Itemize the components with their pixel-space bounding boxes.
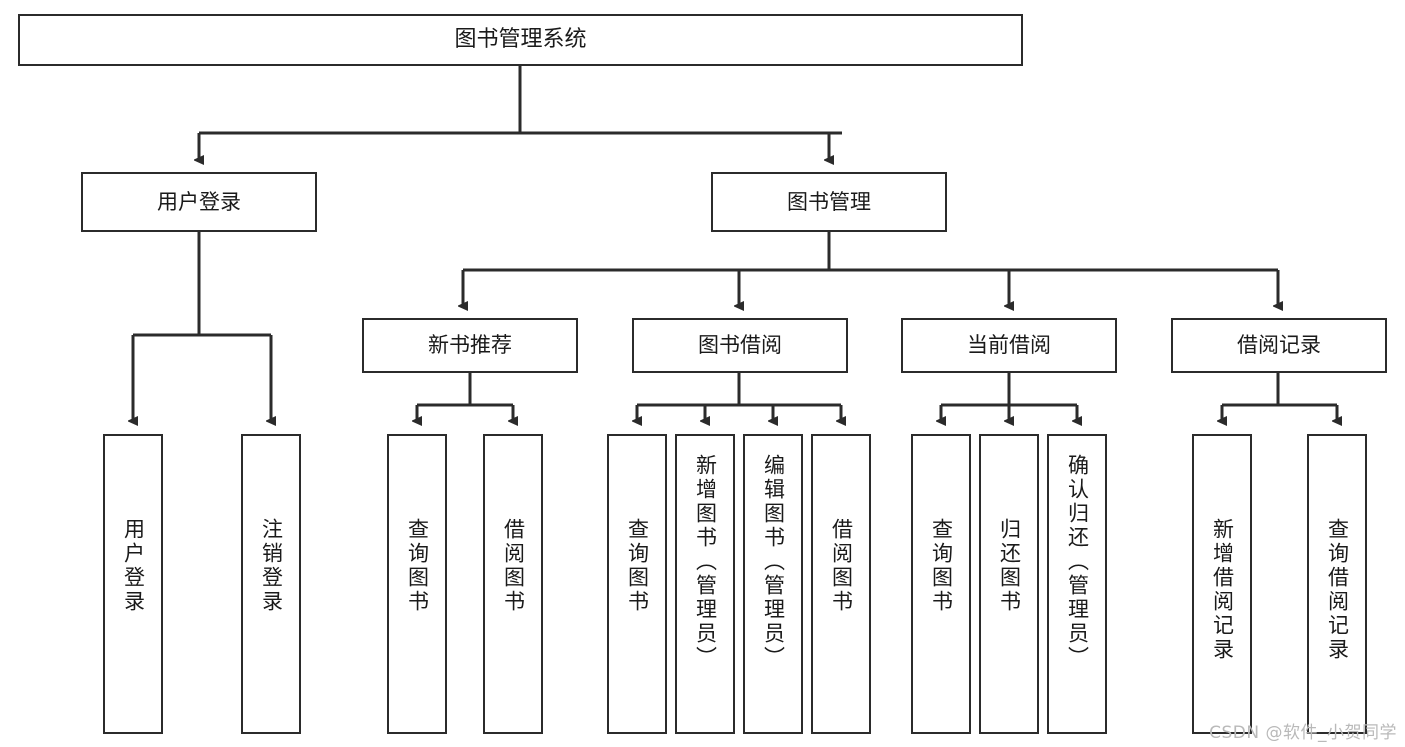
node-label: 用户登录 [121,518,146,614]
node-label: 查询图书 [625,518,650,614]
leaf-query-borrow-record[interactable]: 查询借阅记录 [1307,434,1367,734]
node-label: 查询图书 [929,518,954,614]
node-label: 借阅图书 [829,518,854,614]
leaf-user-logout[interactable]: 注销登录 [241,434,301,734]
leaf-add-borrow-record[interactable]: 新增借阅记录 [1192,434,1252,734]
node-book-management[interactable]: 图书管理 [711,172,947,232]
node-label: 确认归还（管理员） [1065,454,1090,670]
node-user-login[interactable]: 用户登录 [81,172,317,232]
node-label: 用户登录 [157,189,241,214]
leaf-add-book-admin[interactable]: 新增图书（管理员） [675,434,735,734]
node-label: 查询借阅记录 [1325,518,1350,662]
node-label: 图书管理 [787,189,871,214]
leaf-edit-book-admin[interactable]: 编辑图书（管理员） [743,434,803,734]
leaf-user-login[interactable]: 用户登录 [103,434,163,734]
node-label: 新增图书（管理员） [693,454,718,670]
node-label: 新书推荐 [428,333,512,358]
leaf-query-book-newbook[interactable]: 查询图书 [387,434,447,734]
node-borrow-record[interactable]: 借阅记录 [1171,318,1387,373]
leaf-query-book-current[interactable]: 查询图书 [911,434,971,734]
node-label: 编辑图书（管理员） [761,454,786,670]
node-label: 图书管理系统 [454,27,587,53]
leaf-borrow-book[interactable]: 借阅图书 [811,434,871,734]
node-label: 图书借阅 [698,333,782,358]
node-book-borrow[interactable]: 图书借阅 [632,318,848,373]
node-new-book-recommend[interactable]: 新书推荐 [362,318,578,373]
watermark: CSDN @软件_小贺同学 [1209,723,1397,743]
node-label: 借阅记录 [1237,333,1321,358]
node-current-borrow[interactable]: 当前借阅 [901,318,1117,373]
node-label: 查询图书 [405,518,430,614]
leaf-borrow-book-newbook[interactable]: 借阅图书 [483,434,543,734]
node-label: 当前借阅 [967,333,1051,358]
leaf-confirm-return-admin[interactable]: 确认归还（管理员） [1047,434,1107,734]
node-label: 借阅图书 [501,518,526,614]
leaf-query-book-borrow[interactable]: 查询图书 [607,434,667,734]
node-root[interactable]: 图书管理系统 [18,14,1023,66]
node-label: 新增借阅记录 [1210,518,1235,662]
leaf-return-book[interactable]: 归还图书 [979,434,1039,734]
node-label: 注销登录 [259,518,284,614]
node-label: 归还图书 [997,518,1022,614]
